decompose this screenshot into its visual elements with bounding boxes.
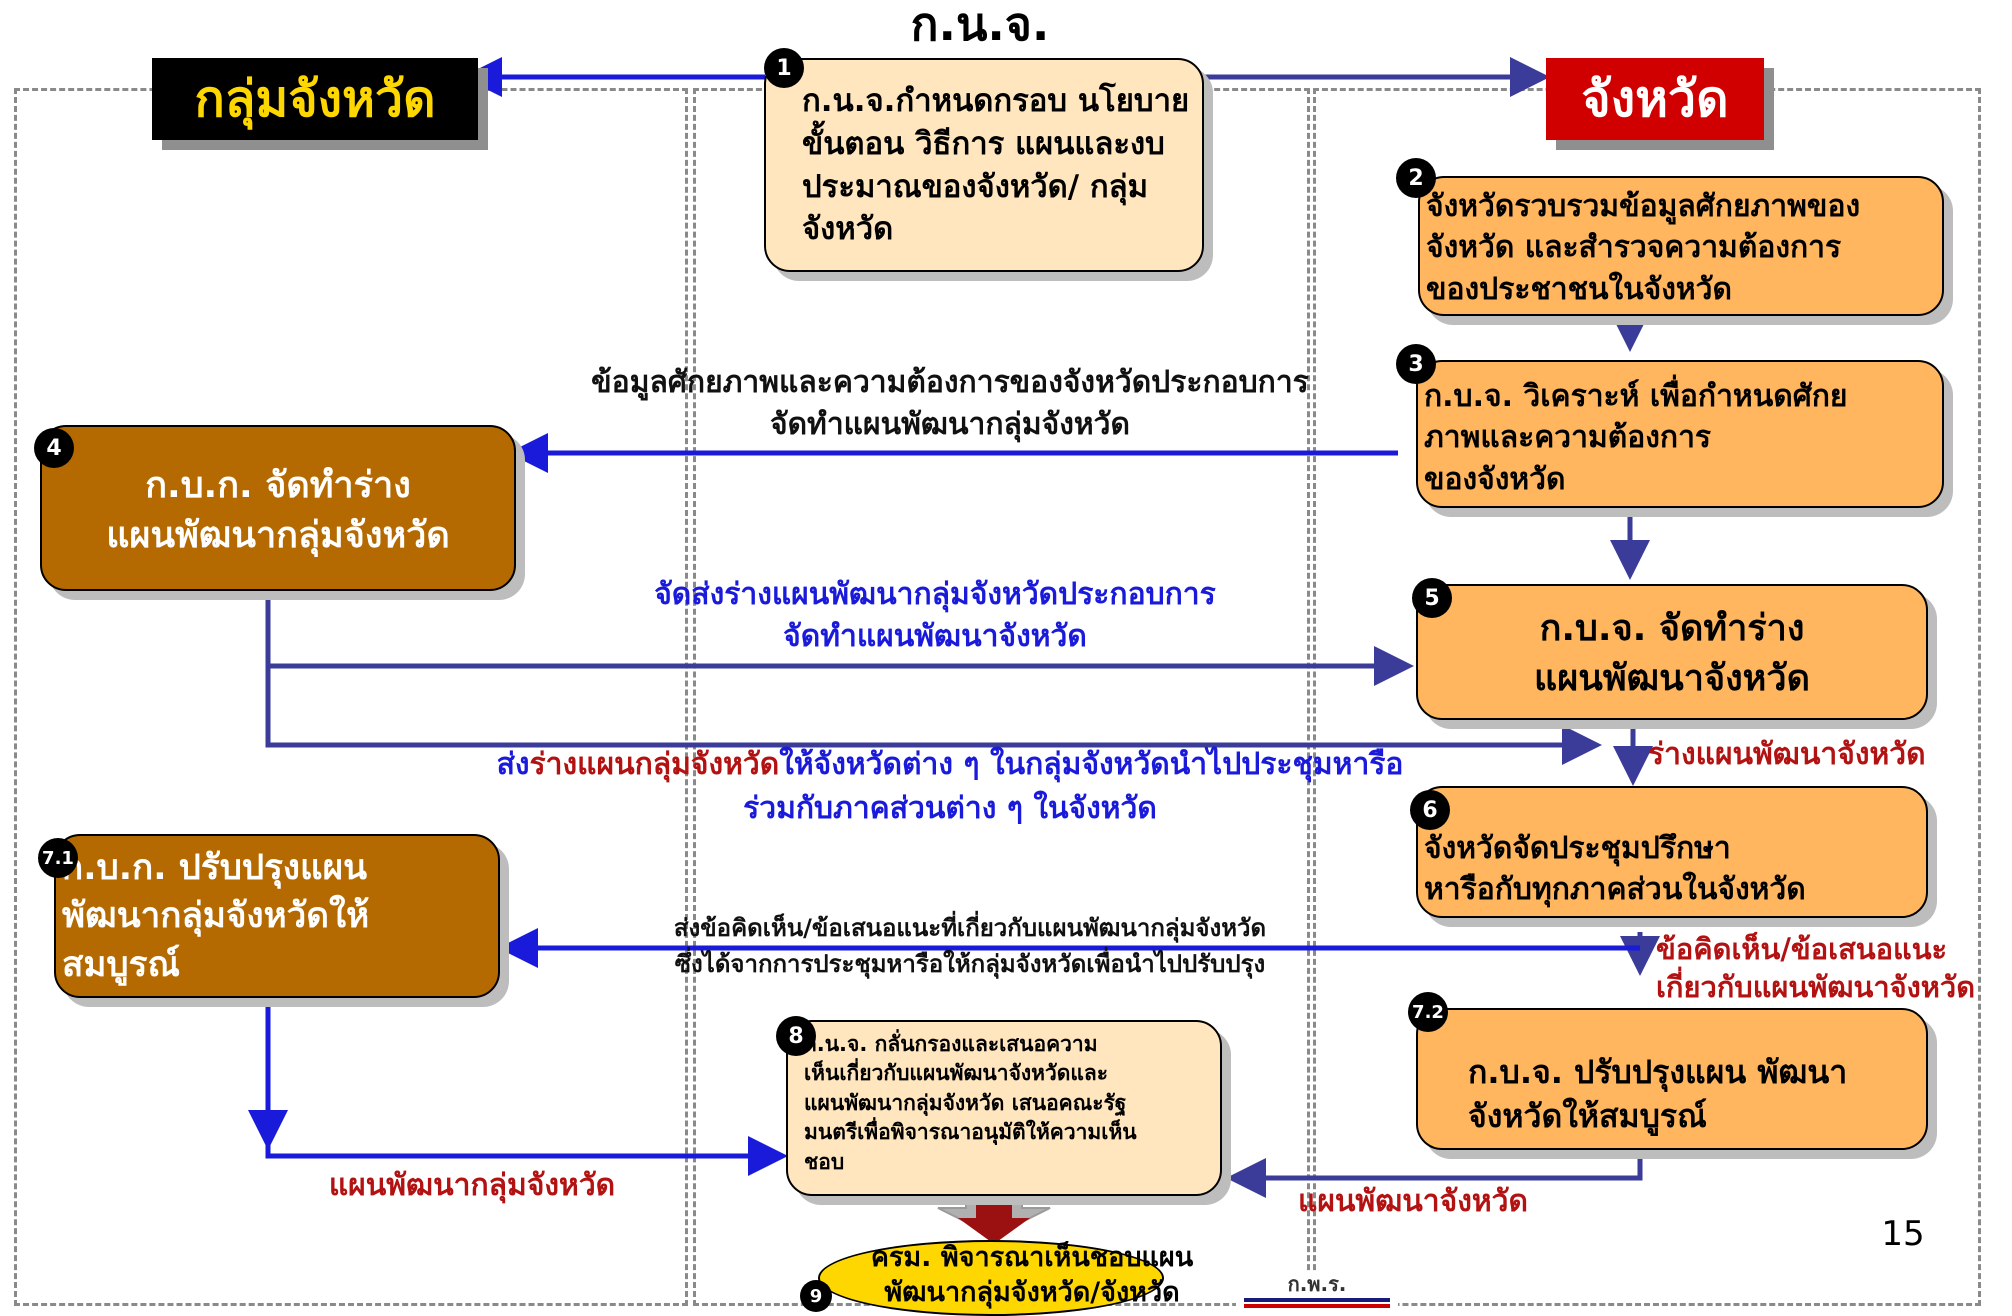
step-6-box: จังหวัดจัดประชุมปรึกษา หารือกับทุกภาคส่ว… <box>1416 786 1928 918</box>
step-3-badge: 3 <box>1396 344 1436 384</box>
step-7-2-box: ก.บ.จ. ปรับปรุงแผน พัฒนา จังหวัดให้สมบูร… <box>1416 1008 1928 1150</box>
logo: ก.พ.ร. <box>1236 1272 1398 1312</box>
logo-bar-red <box>1244 1304 1390 1308</box>
label-province-info: ข้อมูลศักยภาพและความต้องการของจังหวัดประ… <box>591 365 1309 442</box>
step-7-1-box: ก.บ.ก. ปรับปรุงแผน พัฒนากลุ่มจังหวัดให้ … <box>54 834 500 998</box>
label-send-group-draft-c: ให้จังหวัดต่าง ๆ ในกลุ่มจังหวัดนำไปประชุ… <box>779 747 1404 782</box>
label-comments-province: ข้อคิดเห็น/ข้อเสนอแนะ เกี่ยวกับแผนพัฒนาจ… <box>1656 932 1976 1004</box>
step-7-1-badge: 7.1 <box>38 838 78 878</box>
label-send-group-draft-b: ร่างแผนกลุ่มจังหวัด <box>529 747 780 782</box>
step-9-ellipse <box>818 1240 1164 1316</box>
step-2-box: จังหวัดรวบรวมข้อมูลศักยภาพของ จังหวัด แล… <box>1418 176 1944 316</box>
page-title: ก.น.จ. <box>910 0 1050 48</box>
step-8-box: ก.น.จ. กลั่นกรองและเสนอความ เห็นเกี่ยวกั… <box>786 1020 1222 1196</box>
step-7-2-badge: 7.2 <box>1408 992 1448 1032</box>
step-5-badge: 5 <box>1412 578 1452 618</box>
logo-text: ก.พ.ร. <box>1287 1272 1347 1296</box>
label-send-group-draft-d: ร่วมกับภาคส่วนต่าง ๆ ในจังหวัด <box>743 791 1157 826</box>
label-draft-province-plan: ร่างแผนพัฒนาจังหวัด <box>1648 737 1926 772</box>
label-send-draft-group-plan: จัดส่งร่างแผนพัฒนากลุ่มจังหวัดประกอบการ … <box>654 577 1216 654</box>
label-comments-group: ส่งข้อคิดเห็น/ข้อเสนอแนะที่เกี่ยวกับแผนพ… <box>673 914 1267 978</box>
label-send-group-draft: ส่งร่างแผนกลุ่มจังหวัดให้จังหวัดต่าง ๆ ใ… <box>400 744 1500 786</box>
step-4-badge: 4 <box>34 428 74 468</box>
label-send-group-draft-a: ส่ง <box>496 747 530 782</box>
header-province: จังหวัด <box>1546 58 1764 140</box>
logo-bar <box>1244 1298 1390 1302</box>
label-province-plan: แผนพัฒนาจังหวัด <box>1298 1184 1528 1219</box>
header-province-group: กลุ่มจังหวัด <box>152 58 478 140</box>
step-6-badge: 6 <box>1410 790 1450 830</box>
step-2-badge: 2 <box>1396 158 1436 198</box>
step-1-badge: 1 <box>764 48 804 88</box>
label-group-plan: แผนพัฒนากลุ่มจังหวัด <box>328 1168 616 1203</box>
step-9-text: ครม. พิจารณาเห็นชอบแผน พัฒนากลุ่มจังหวัด… <box>870 1242 1194 1309</box>
step-4-box: ก.บ.ก. จัดทำร่าง แผนพัฒนากลุ่มจังหวัด <box>40 425 516 591</box>
step-8-badge: 8 <box>776 1016 816 1056</box>
page-number: 15 <box>1881 1214 1925 1254</box>
step-1-box: ก.น.จ.กำหนดกรอบ นโยบาย ขั้นตอน วิธีการ แ… <box>764 58 1204 272</box>
step-3-box: ก.บ.จ. วิเคราะห์ เพื่อกำหนดศักย ภาพและคว… <box>1416 360 1944 508</box>
step-5-box: ก.บ.จ. จัดทำร่าง แผนพัฒนาจังหวัด <box>1416 584 1928 720</box>
step-9-badge: 9 <box>800 1280 832 1312</box>
